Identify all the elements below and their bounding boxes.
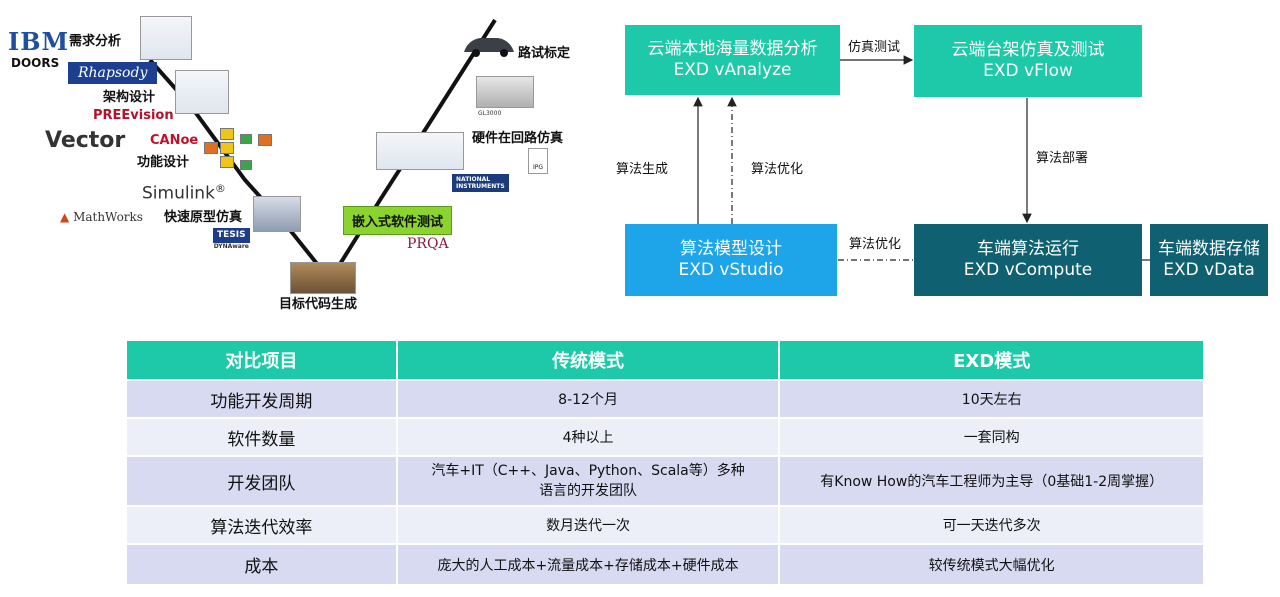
tesis-logo: TESIS DYNAware [213,228,250,250]
box-vflow: 云端台架仿真及测试 EXD vFlow [914,25,1142,97]
simulink-logo: Simulink® [142,182,226,204]
row-traditional: 8-12个月 [396,379,781,418]
flow-arrows [693,55,1150,261]
header-item: 对比项目 [127,341,398,380]
row-label: 功能开发周期 [127,379,398,418]
stage-function: 功能设计 [137,155,190,170]
doors-logo: DOORS [11,56,60,70]
box-vanalyze: 云端本地海量数据分析 EXD vAnalyze [625,25,840,95]
vector-logo: Vector [45,128,126,153]
table-header-row: 对比项目 传统模式 EXD模式 [127,341,1205,380]
box-vdata-cn: 车端数据存储 [1158,239,1260,259]
stage-road-test: 路试标定 [518,46,571,61]
row-label: 成本 [127,543,398,584]
box-vflow-cn: 云端台架仿真及测试 [951,40,1105,60]
canoe-logo: CANoe [150,133,199,148]
table-row: 软件数量 4种以上 一套同构 [127,417,1205,456]
stage-codegen: 目标代码生成 [279,297,358,312]
row-exd: 有Know How的汽车工程师为主导（0基础1-2周掌握） [779,455,1205,506]
box-vflow-en: EXD vFlow [983,61,1073,81]
box-vcompute: 车端算法运行 EXD vCompute [914,224,1142,296]
box-vstudio-cn: 算法模型设计 [680,239,782,259]
stage-hil: 硬件在回路仿真 [472,131,564,146]
row-traditional: 数月迭代一次 [396,505,781,544]
stage-architecture: 架构设计 [103,90,156,105]
mathworks-logo: ▲ MathWorks [60,210,143,224]
table-row: 算法迭代效率 数月迭代一次 可一天迭代多次 [127,505,1205,544]
row-label: 开发团队 [127,455,398,506]
prqa-logo: PRQA [407,236,449,252]
header-exd: EXD模式 [779,341,1205,380]
requirements-screenshot [140,16,192,60]
row-exd: 较传统模式大幅优化 [779,543,1205,584]
comparison-table: 对比项目 传统模式 EXD模式 功能开发周期 8-12个月 10天左右 软件数量… [127,341,1205,584]
hil-screenshot [376,132,464,170]
ecu-board-image [290,262,356,294]
gl3000-device [476,76,534,108]
stage-requirements: 需求分析 [69,34,122,49]
label-algo-opt-1: 算法优化 [751,162,804,177]
row-label: 算法迭代效率 [127,505,398,544]
box-vcompute-cn: 车端算法运行 [977,239,1079,259]
row-exd: 可一天迭代多次 [779,505,1205,544]
row-traditional: 4种以上 [396,417,781,456]
row-label: 软件数量 [127,417,398,456]
ibm-logo: IBM [8,27,70,56]
stage-embedded-test: 嵌入式软件测试 [343,206,453,235]
ipg-logo: IPG [528,148,548,174]
row-traditional: 庞大的人工成本+流量成本+存储成本+硬件成本 [396,543,781,584]
label-algo-gen: 算法生成 [616,162,669,177]
rhapsody-logo: Rhapsody [68,62,158,84]
box-vstudio-en: EXD vStudio [678,260,784,280]
box-vanalyze-cn: 云端本地海量数据分析 [647,39,818,59]
label-sim-test: 仿真测试 [848,40,901,55]
label-algo-opt-2: 算法优化 [849,237,902,252]
box-vcompute-en: EXD vCompute [963,260,1093,280]
box-vstudio: 算法模型设计 EXD vStudio [625,224,837,296]
gl3000-label: GL3000 [478,110,502,117]
table-row: 功能开发周期 8-12个月 10天左右 [127,379,1205,418]
header-traditional: 传统模式 [396,341,781,380]
row-exd: 10天左右 [779,379,1205,418]
car-icon [462,32,516,58]
table-row: 开发团队 汽车+IT（C++、Java、Python、Scala等）多种 语言的… [127,455,1205,506]
box-vanalyze-en: EXD vAnalyze [673,60,792,80]
table-row: 成本 庞大的人工成本+流量成本+存储成本+硬件成本 较传统模式大幅优化 [127,543,1205,584]
box-vdata: 车端数据存储 EXD vData [1150,224,1268,296]
function-block-diagram [198,124,280,170]
box-vdata-en: EXD vData [1163,260,1255,280]
preevision-logo: PREEvision [93,108,174,123]
label-algo-deploy: 算法部署 [1036,151,1089,166]
rapid-proto-device [253,196,301,232]
architecture-screenshot [175,70,229,114]
stage-rapid-proto: 快速原型仿真 [164,210,243,225]
row-traditional: 汽车+IT（C++、Java、Python、Scala等）多种 语言的开发团队 [396,455,781,506]
row-exd: 一套同构 [779,417,1205,456]
